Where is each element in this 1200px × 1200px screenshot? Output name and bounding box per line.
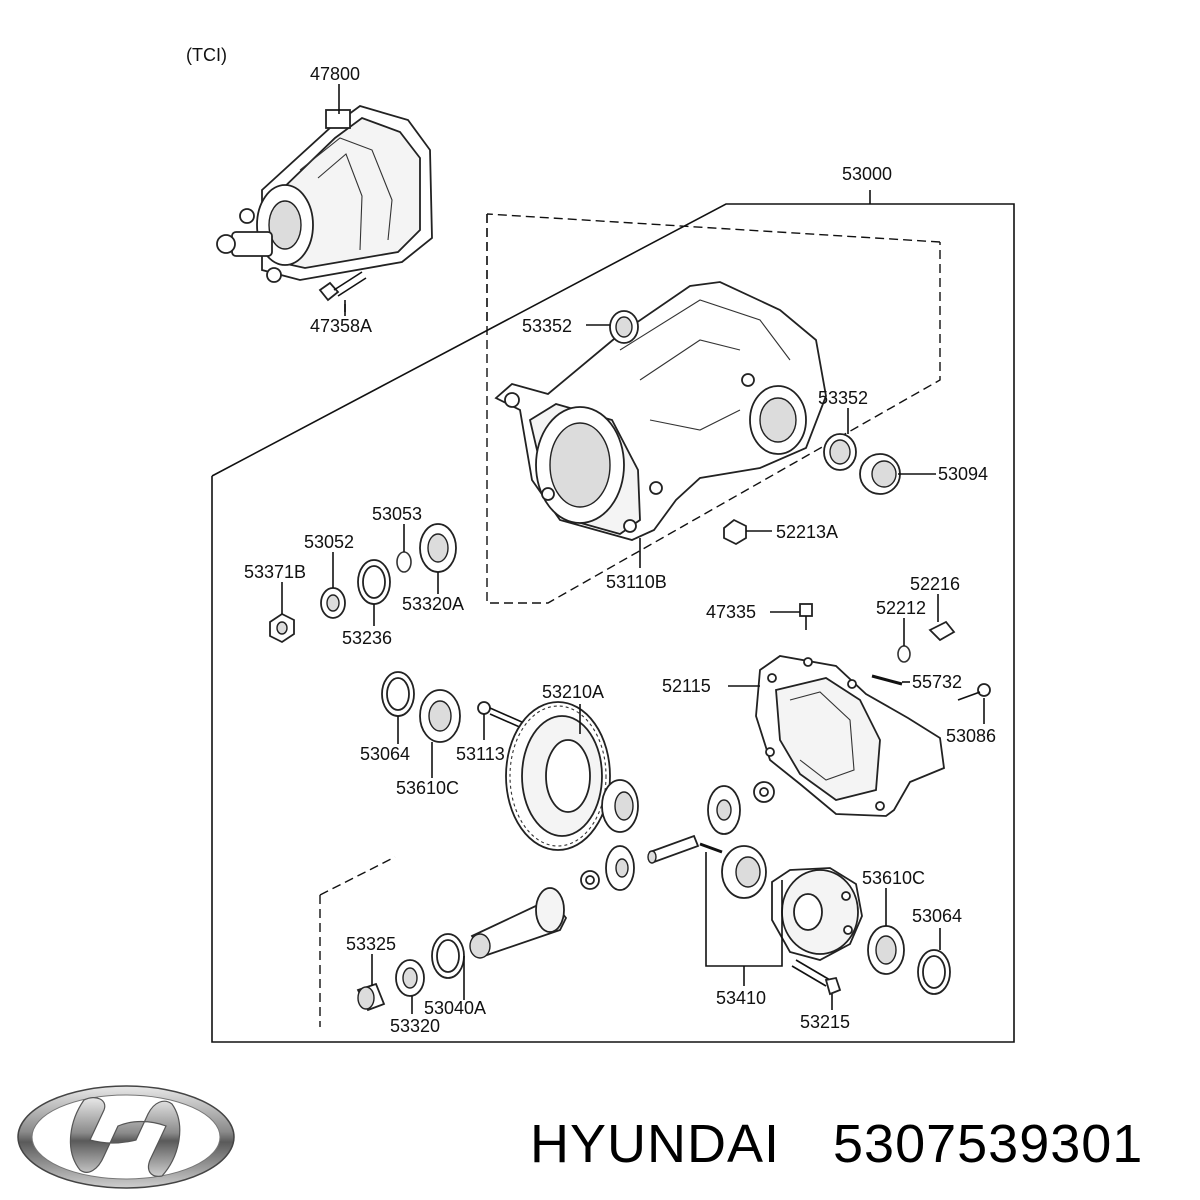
spacer-53236	[357, 559, 391, 605]
ring-gear-53210A	[505, 701, 611, 851]
pin-55732	[871, 674, 903, 686]
plug-52216	[928, 620, 956, 642]
label-53064-left: 53064	[360, 744, 410, 764]
label-53086: 53086	[946, 726, 996, 746]
pinion-gear-lower	[605, 845, 635, 891]
pinion-gear-upper	[707, 785, 741, 835]
label-53352-right: 53352	[818, 388, 868, 408]
footer: HYUNDAI 5307539301	[530, 1114, 1143, 1174]
label-53094: 53094	[938, 464, 988, 484]
label-53053: 53053	[372, 504, 422, 524]
assembly-frame	[211, 190, 1015, 1043]
label-53352-upper: 53352	[522, 316, 572, 336]
brand-name: HYUNDAI	[530, 1114, 780, 1174]
gasket-52212	[897, 645, 911, 663]
snap-ring-53053	[396, 551, 412, 573]
label-52213A: 52213A	[776, 522, 838, 542]
label-53215: 53215	[800, 1012, 850, 1032]
label-53110B: 53110B	[606, 572, 667, 592]
label-47800: 47800	[310, 64, 360, 84]
collar-53052	[320, 587, 346, 619]
nut-53371B	[269, 612, 295, 644]
leader-lines	[281, 84, 985, 1014]
label-53064-right: 53064	[912, 906, 962, 926]
label-52115: 52115	[662, 676, 711, 696]
ring-53064-left	[381, 671, 415, 717]
bearing-53610C-right	[867, 925, 905, 975]
label-53410: 53410	[716, 988, 766, 1008]
part-labels: (TCI) 47800 47358A 53000 53352 53352 530…	[186, 45, 996, 1036]
bearing-53610C-left	[419, 689, 461, 743]
label-53052: 53052	[304, 532, 354, 552]
bolt-53086	[957, 683, 991, 701]
transfer-case-47800	[216, 105, 433, 283]
label-53371B: 53371B	[244, 562, 306, 582]
bolt-53215	[791, 959, 842, 996]
nut-52213A	[723, 518, 747, 546]
part-number: 5307539301	[833, 1114, 1143, 1174]
label-52216: 52216	[910, 574, 960, 594]
bearing-53320A	[419, 523, 457, 573]
bearing-53320	[395, 959, 425, 997]
label-47335: 47335	[706, 602, 756, 622]
plug-47335	[799, 603, 813, 630]
differential-case	[771, 867, 863, 961]
label-53236: 53236	[342, 628, 392, 648]
thrust-washer-right	[753, 781, 775, 803]
drive-pinion	[469, 887, 568, 959]
side-gear-right	[721, 845, 767, 899]
spacer-53040A	[431, 933, 465, 979]
ring-53064-right	[917, 949, 951, 995]
label-53040A: 53040A	[424, 998, 486, 1018]
pinion-shaft	[647, 834, 700, 864]
label-53325: 53325	[346, 934, 396, 954]
label-53210A: 53210A	[542, 682, 604, 702]
collar-53325	[356, 982, 386, 1012]
rear-cover-52115	[755, 655, 945, 817]
label-53000: 53000	[842, 164, 892, 184]
thrust-washer-left	[580, 870, 600, 890]
label-52212: 52212	[876, 598, 926, 618]
label-53610C-right: 53610C	[862, 868, 925, 888]
label-53320A: 53320A	[402, 594, 464, 614]
label-53320: 53320	[390, 1016, 440, 1036]
label-53610C-left: 53610C	[396, 778, 459, 798]
hyundai-logo	[17, 1085, 235, 1189]
label-47358A: 47358A	[310, 316, 372, 336]
seal-53352-upper	[609, 310, 639, 344]
lock-pin	[699, 842, 723, 854]
seal-53352-right	[823, 433, 857, 471]
label-53113: 53113	[456, 744, 505, 764]
label-55732: 55732	[912, 672, 962, 692]
bolt-47358A	[318, 271, 367, 312]
seal-53094	[859, 453, 901, 495]
variant-note: (TCI)	[186, 45, 227, 65]
side-gear-left	[601, 779, 639, 833]
